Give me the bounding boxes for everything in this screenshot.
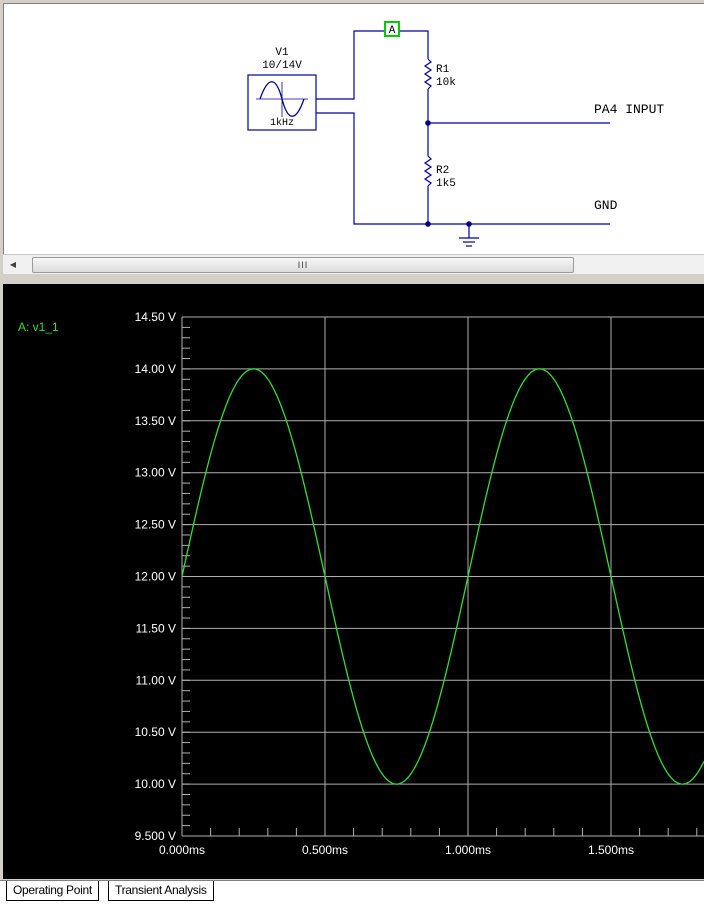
r2-value: 1k5: [436, 178, 456, 190]
tab-transient-analysis[interactable]: Transient Analysis: [108, 881, 214, 901]
net-label-pa4-input: PA4 INPUT: [594, 102, 664, 117]
probe-marker[interactable]: [384, 21, 400, 37]
plot-grid: [181, 316, 704, 837]
scroll-left-icon[interactable]: ◀: [9, 260, 17, 269]
plot-chart: 14.50 V 14.00 V 13.50 V 13.00 V 12.50 V 12.00…: [18, 310, 704, 857]
analysis-tabbar: Operating Point Transient Analysis: [0, 880, 704, 909]
trace-v1-1[interactable]: [181, 368, 704, 785]
pane-splitter[interactable]: [0, 274, 704, 284]
schematic-view[interactable]: A V1 10/14V 1kHz R1 10k R2 1k5 PA4 INPUT…: [3, 3, 704, 255]
x-tick-label: 0.500ms: [302, 843, 348, 857]
x-tick-label: 1.000ms: [445, 843, 491, 857]
y-tick-label: 13.00 V: [135, 466, 176, 480]
resistor-r2-symbol[interactable]: [423, 155, 433, 187]
source-name: V1: [275, 47, 289, 59]
x-tick-label: 0.000ms: [159, 843, 205, 857]
sine-wave-icon: [259, 81, 305, 117]
y-tick-label: 9.500 V: [135, 829, 176, 843]
trace-legend-label: A: v1_1: [18, 320, 59, 334]
net-label-gnd: GND: [594, 198, 618, 213]
r1-name: R1: [436, 64, 450, 76]
y-tick-label: 10.50 V: [135, 725, 176, 739]
y-tick-label: 11.50 V: [136, 621, 176, 635]
plot-minor-ticks: [181, 316, 698, 837]
source-frequency: 1kHz: [270, 117, 294, 129]
r2-name: R2: [436, 165, 449, 177]
y-tick-label: 12.00 V: [135, 570, 176, 584]
x-tick-label: 1.500ms: [588, 843, 634, 857]
y-tick-label: 14.00 V: [135, 362, 176, 376]
scrollbar-grip: III: [297, 260, 309, 270]
horizontal-scrollbar[interactable]: ◀ III: [3, 254, 704, 274]
source-value: 10/14V: [262, 60, 302, 72]
y-tick-label: 12.50 V: [135, 518, 176, 532]
scrollbar-thumb[interactable]: III: [32, 257, 574, 273]
r1-value: 10k: [436, 77, 456, 89]
x-axis: 0.000ms 0.500ms 1.000ms 1.500ms: [159, 843, 634, 857]
probe-label: A: [389, 25, 396, 37]
schematic-diagram: A V1 10/14V 1kHz R1 10k R2 1k5 PA4 INPUT…: [247, 21, 664, 247]
y-tick-label: 10.00 V: [135, 777, 176, 791]
y-tick-label: 11.00 V: [136, 673, 176, 687]
voltage-source-symbol[interactable]: [247, 74, 317, 131]
tab-operating-point[interactable]: Operating Point: [6, 881, 99, 901]
y-axis: 14.50 V 14.00 V 13.50 V 13.00 V 12.50 V 12.00…: [135, 310, 176, 843]
resistor-r1-symbol[interactable]: [423, 58, 433, 90]
transient-plot[interactable]: 14.50 V 14.00 V 13.50 V 13.00 V 12.50 V 12.00…: [3, 284, 704, 879]
y-tick-label: 13.50 V: [135, 414, 176, 428]
y-tick-label: 14.50 V: [135, 310, 176, 324]
